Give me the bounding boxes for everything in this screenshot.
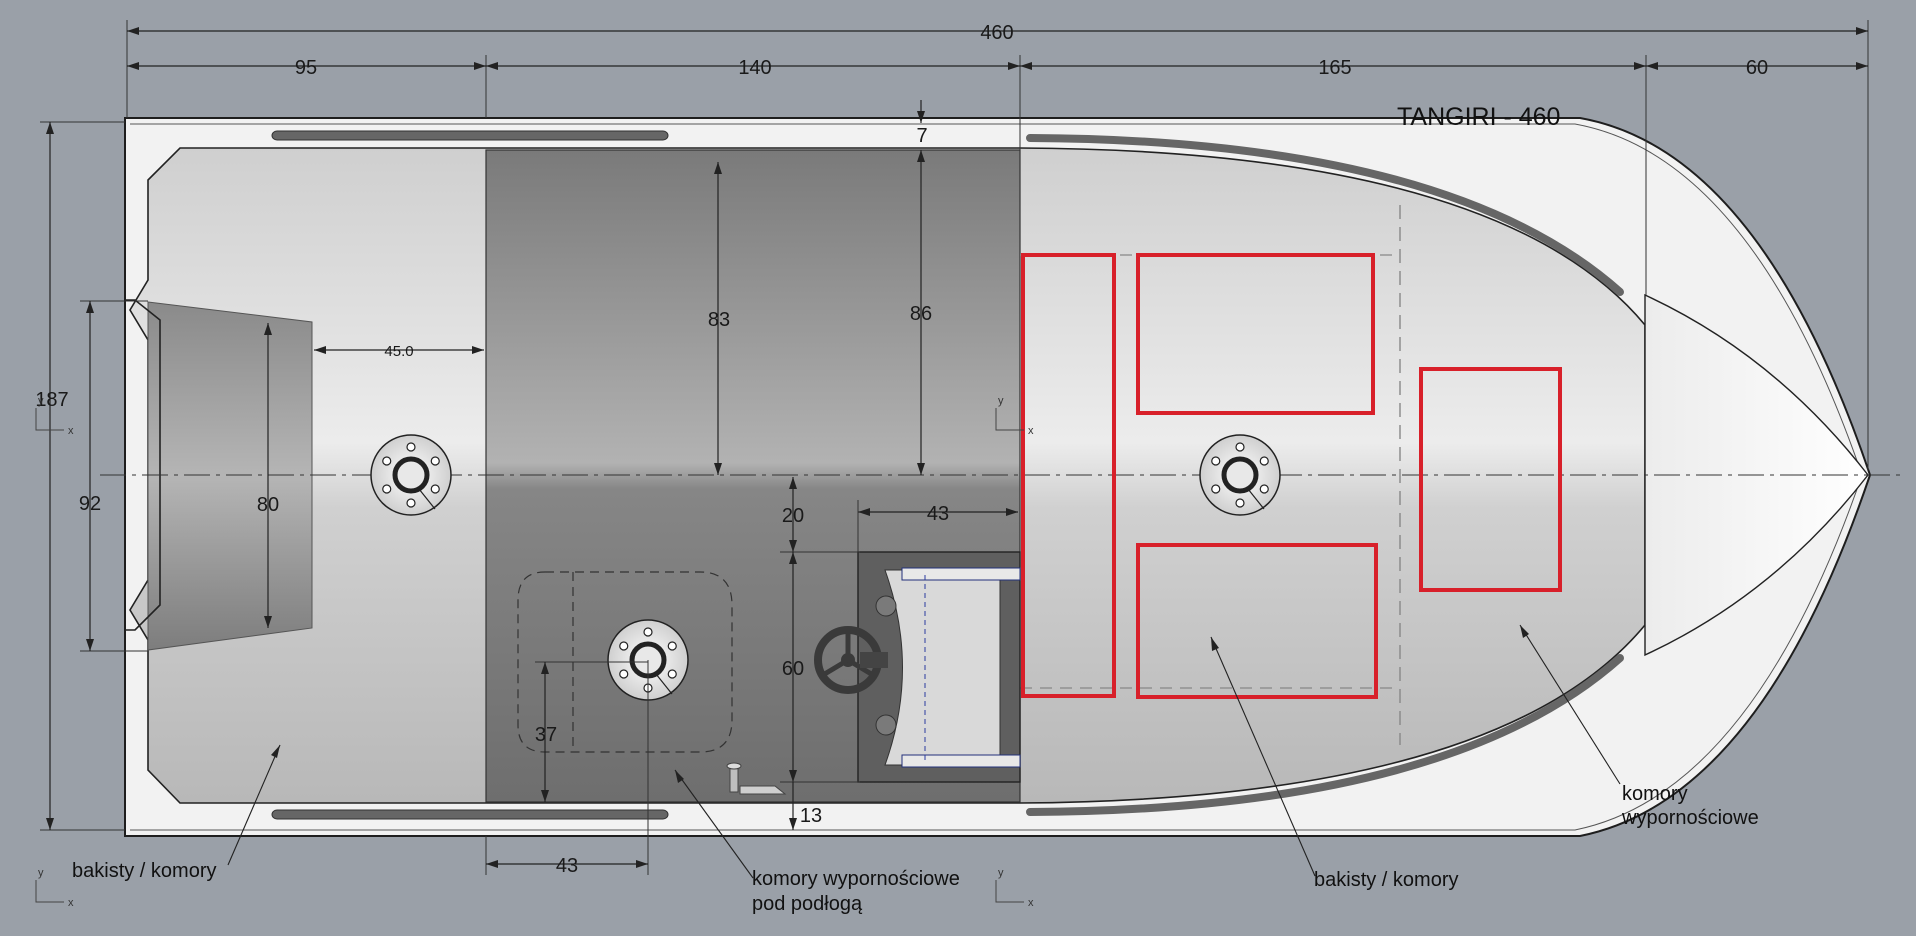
dimension-labels: 460 95 140 165 60 187 92 80 45.0 7 83 86… xyxy=(35,22,1768,877)
dim-seg-bow: 60 xyxy=(1746,57,1768,79)
console-seat-front xyxy=(901,567,1021,581)
gauge-top xyxy=(875,595,897,617)
locker-highlights xyxy=(1021,253,1562,699)
steering-console xyxy=(726,551,1021,795)
console-seat xyxy=(884,569,1001,766)
floor-hatch-outline xyxy=(517,571,733,753)
stern-step xyxy=(147,301,313,651)
axis-gizmo-bottom-center: yx xyxy=(995,867,1034,909)
pedestal-flange-stern xyxy=(370,434,452,516)
annotation-leaders xyxy=(227,624,1621,879)
rub-rail-top-right xyxy=(1026,134,1624,296)
svg-text:x: x xyxy=(68,897,74,909)
label-float-chambers-bow-line2: wypornościowe xyxy=(1621,807,1759,829)
rub-rail-top-left xyxy=(271,130,669,141)
svg-text:x: x xyxy=(1028,897,1034,909)
rub-rail-bottom-left xyxy=(271,809,669,820)
dim-console-depth: 43 xyxy=(927,503,949,525)
rub-rail-bottom-right xyxy=(1026,654,1624,816)
dim-bottom-gap: 13 xyxy=(800,805,822,827)
locker-box-bottom xyxy=(1136,543,1378,699)
dim-transom: 92 xyxy=(79,493,101,515)
label-float-chambers-bow-line1: komory xyxy=(1622,783,1688,805)
dimension-lines xyxy=(40,20,1869,875)
locker-box-top xyxy=(1136,253,1375,415)
dim-centerline-gap: 20 xyxy=(782,505,804,527)
model-title: TANGIRI - 460 xyxy=(1397,103,1560,131)
steering-column xyxy=(860,652,888,668)
label-lockers-left: bakisty / komory xyxy=(72,860,216,882)
axis-gizmo-bottom-left: yx xyxy=(35,867,74,909)
label-float-chambers-floor-line2: pod podłogą xyxy=(752,893,863,915)
dim-overall-length: 460 xyxy=(980,22,1013,44)
pedestal-flange-front xyxy=(1199,434,1281,516)
dim-console-length: 60 xyxy=(782,658,804,680)
dim-hatch-height: 37 xyxy=(535,724,557,746)
svg-text:y: y xyxy=(38,867,44,879)
locker-box-bow xyxy=(1419,367,1562,592)
dim-seg-stern: 95 xyxy=(295,57,317,79)
dim-step-depth: 80 xyxy=(257,494,279,516)
label-float-chambers-floor-line1: komory wypornościowe xyxy=(752,868,960,890)
gauge-bottom xyxy=(875,714,897,736)
cleat-icon xyxy=(726,762,787,795)
dim-seg-front: 165 xyxy=(1318,57,1351,79)
locker-box-long xyxy=(1021,253,1116,698)
transom-notch xyxy=(125,299,161,631)
svg-text:x: x xyxy=(68,425,74,437)
label-lockers-right: bakisty / komory xyxy=(1314,869,1458,891)
svg-text:y: y xyxy=(38,395,44,407)
axis-gizmo-left: yx xyxy=(35,395,74,437)
console-seat-back xyxy=(901,754,1021,768)
steering-spoke-2 xyxy=(821,657,850,678)
dim-hatch-offset: 43 xyxy=(556,855,578,877)
dim-beam: 187 xyxy=(35,389,68,411)
svg-text:y: y xyxy=(998,867,1004,879)
svg-text:y: y xyxy=(998,395,1004,407)
svg-text:x: x xyxy=(1028,425,1034,437)
annotation-labels: bakisty / komory komory wypornościowe po… xyxy=(72,783,1759,915)
axis-gizmo-center: yx xyxy=(995,395,1034,437)
dim-step-offset: 45.0 xyxy=(384,343,413,360)
dim-console-inner: 83 xyxy=(708,309,730,331)
dim-seg-middle: 140 xyxy=(738,57,771,79)
dim-console-outer: 86 xyxy=(910,303,932,325)
dim-gunwale: 7 xyxy=(916,125,927,147)
